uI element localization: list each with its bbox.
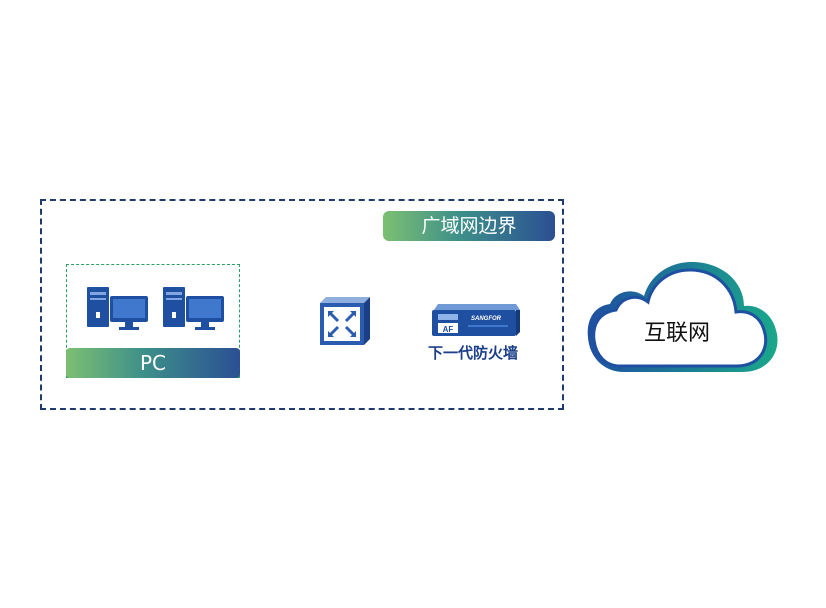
wan-boundary-label: 广域网边界 (383, 211, 555, 241)
firewall-model-badge: AF (443, 325, 454, 334)
cloud-icon (587, 262, 778, 372)
desktop-pc-icon (163, 287, 224, 330)
desktop-pc-icon (87, 287, 148, 330)
network-switch-icon (320, 297, 370, 345)
firewall-appliance-icon: AF SANGFOR (432, 304, 520, 336)
firewall-brand-text: SANGFOR (471, 316, 502, 322)
firewall-label: 下一代防火墙 (427, 344, 518, 362)
internet-label: 互联网 (643, 321, 710, 346)
wan-boundary-zone (40, 199, 564, 410)
pc-group-label: PC (66, 348, 240, 378)
